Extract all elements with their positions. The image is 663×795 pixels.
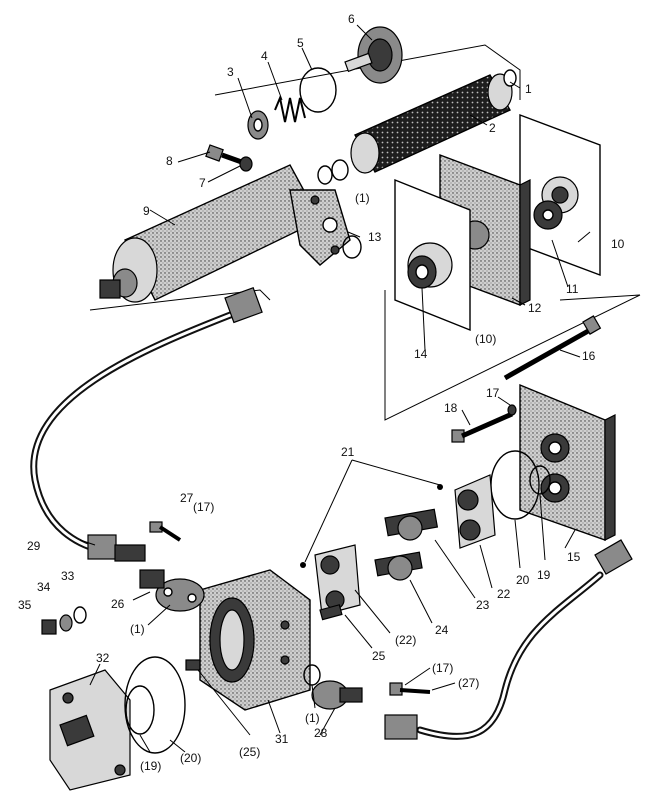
callout-7: 7 bbox=[199, 176, 206, 190]
callout-paren-1c: (1) bbox=[305, 711, 320, 725]
callout-paren-17a: (17) bbox=[193, 500, 215, 514]
callout-paren-19: (19) bbox=[140, 759, 162, 773]
callout-3: 3 bbox=[227, 65, 234, 79]
leader-lines bbox=[79, 24, 591, 753]
end-cap-part-6 bbox=[344, 26, 403, 84]
callout-33: 33 bbox=[61, 569, 75, 583]
hose-part-29 bbox=[30, 286, 263, 562]
flange-part-26 bbox=[139, 569, 205, 612]
callout-9: 9 bbox=[143, 204, 150, 218]
callout-4: 4 bbox=[261, 49, 268, 63]
dowel-pin-part-25 bbox=[319, 604, 343, 621]
pump-cover-part-15 bbox=[519, 383, 616, 541]
o-ring-part-13 bbox=[342, 235, 362, 259]
o-ring-part-19b bbox=[125, 685, 155, 735]
washer-part-3 bbox=[247, 110, 269, 140]
bushing-part-22b bbox=[314, 544, 361, 616]
bracket-line-top bbox=[559, 294, 641, 301]
o-ring-part-19 bbox=[529, 465, 551, 495]
callout-8: 8 bbox=[166, 154, 173, 168]
bearing-part-14 bbox=[407, 255, 437, 289]
o-ring-part-1b bbox=[317, 165, 333, 185]
callout-12: 12 bbox=[528, 301, 542, 315]
callout-10: 10 bbox=[611, 237, 625, 251]
filter-element-part-2 bbox=[350, 69, 517, 174]
callout-paren-1a: (1) bbox=[355, 191, 370, 205]
callout-35: 35 bbox=[18, 598, 32, 612]
bolt-part-18 bbox=[451, 411, 514, 443]
callout-15: 15 bbox=[567, 550, 581, 564]
callout-11: 11 bbox=[566, 282, 579, 296]
callout-28: 28 bbox=[314, 726, 328, 740]
callout-20: 20 bbox=[516, 573, 530, 587]
callout-paren-10: (10) bbox=[475, 332, 497, 346]
pin-part-21a bbox=[437, 484, 443, 490]
bolt-part-27b bbox=[389, 682, 431, 696]
callout-14: 14 bbox=[414, 347, 428, 361]
callout-19: 19 bbox=[537, 568, 551, 582]
bolt-part-27a bbox=[149, 521, 182, 542]
filter-housing-part-9 bbox=[99, 164, 351, 303]
callout-2: 2 bbox=[489, 121, 496, 135]
gear-part-11 bbox=[533, 200, 563, 230]
nut-part-35 bbox=[41, 619, 57, 635]
callout-23: 23 bbox=[476, 598, 490, 612]
callout-16: 16 bbox=[582, 349, 596, 363]
washer-part-34 bbox=[59, 614, 73, 632]
callout-paren-27: (27) bbox=[458, 676, 480, 690]
callout-29: 29 bbox=[27, 539, 41, 553]
long-bolt-part-16 bbox=[503, 315, 602, 381]
callout-paren-20: (20) bbox=[180, 751, 202, 765]
o-ring-part-1a bbox=[331, 159, 349, 181]
washer-part-7 bbox=[239, 156, 253, 172]
callout-22: 22 bbox=[497, 587, 511, 601]
washer-part-33 bbox=[73, 606, 87, 624]
callout-paren-17b: (17) bbox=[432, 661, 454, 675]
callout-24: 24 bbox=[435, 623, 449, 637]
callout-34: 34 bbox=[37, 580, 51, 594]
pin-part-21b bbox=[300, 562, 306, 568]
callout-13: 13 bbox=[368, 230, 382, 244]
callout-25: 25 bbox=[372, 649, 386, 663]
pump-body-part-31 bbox=[199, 569, 311, 711]
callout-31: 31 bbox=[275, 732, 289, 746]
callout-paren-1b: (1) bbox=[130, 622, 145, 636]
callout-17: 17 bbox=[486, 386, 500, 400]
callout-27: 27 bbox=[180, 491, 194, 505]
spring-part-4 bbox=[274, 94, 306, 123]
washer-part-17 bbox=[507, 404, 517, 416]
o-ring-part-5 bbox=[299, 67, 337, 113]
callout-18: 18 bbox=[444, 401, 458, 415]
drive-gear-part-23 bbox=[384, 508, 439, 541]
end-cover-part-32 bbox=[49, 669, 131, 791]
callout-5: 5 bbox=[297, 36, 304, 50]
callout-6: 6 bbox=[348, 12, 355, 26]
driven-gear-part-24 bbox=[374, 551, 423, 581]
bushing-part-22 bbox=[454, 474, 496, 549]
fitting-part-28 bbox=[311, 680, 363, 710]
cover-plate-part-10 bbox=[519, 113, 601, 277]
callout-1: 1 bbox=[525, 82, 532, 96]
callout-paren-22: (22) bbox=[395, 633, 417, 647]
callout-32: 32 bbox=[96, 651, 110, 665]
bracket-line-upper bbox=[384, 290, 641, 421]
hose-lower-right bbox=[384, 539, 633, 740]
seal-ring-part-20b bbox=[124, 656, 186, 754]
callout-21: 21 bbox=[341, 445, 355, 459]
callout-paren-25: (25) bbox=[239, 745, 261, 759]
callout-26: 26 bbox=[111, 597, 125, 611]
